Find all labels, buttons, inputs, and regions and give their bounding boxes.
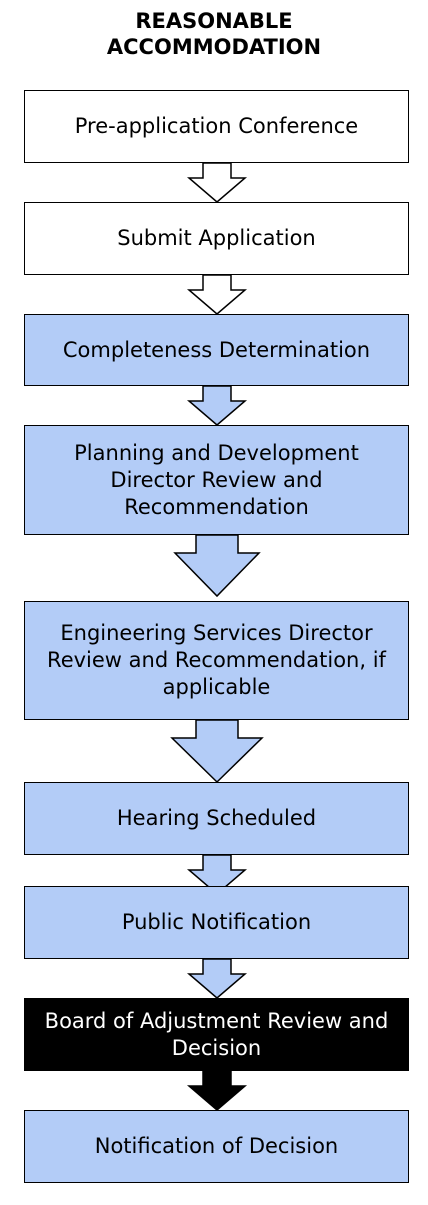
step-label: Completeness Determination bbox=[62, 337, 371, 362]
arrow-8 bbox=[186, 1070, 248, 1111]
step-pre-application-conference: Pre-application Conference bbox=[24, 90, 409, 163]
arrow-3 bbox=[186, 385, 248, 426]
step-board-of-adjustment-review: Board of Adjustment Review and Decision bbox=[24, 998, 409, 1071]
step-label: Pre-application Conference bbox=[74, 114, 359, 138]
step-submit-application: Submit Application bbox=[24, 202, 409, 275]
title-line-1: REASONABLE bbox=[135, 9, 293, 33]
title-line-2: ACCOMMODATION bbox=[106, 35, 322, 59]
step-hearing-scheduled: Hearing Scheduled bbox=[24, 782, 409, 855]
step-label: Board of Adjustment Review and Decision bbox=[44, 1008, 389, 1060]
arrow-7 bbox=[186, 958, 248, 999]
step-label: Submit Application bbox=[117, 226, 316, 250]
arrow-4 bbox=[173, 534, 261, 598]
diagram-title: REASONABLE ACCOMMODATION bbox=[0, 8, 428, 60]
step-completeness-determination: Completeness Determination bbox=[24, 314, 409, 386]
step-label: Public Notification bbox=[121, 910, 312, 934]
step-planning-director-review: Planning and Development Director Review… bbox=[24, 425, 409, 535]
arrow-1 bbox=[186, 162, 248, 203]
step-label: Notification of Decision bbox=[94, 1134, 339, 1158]
step-label: Planning and Development Director Review… bbox=[74, 440, 359, 519]
step-public-notification: Public Notification bbox=[24, 886, 409, 959]
step-label: Engineering Services Director Review and… bbox=[47, 621, 386, 699]
step-engineering-director-review: Engineering Services Director Review and… bbox=[24, 601, 409, 720]
arrow-2 bbox=[186, 274, 248, 315]
step-notification-of-decision: Notification of Decision bbox=[24, 1110, 409, 1183]
arrow-5 bbox=[170, 719, 264, 784]
step-label: Hearing Scheduled bbox=[116, 806, 317, 830]
